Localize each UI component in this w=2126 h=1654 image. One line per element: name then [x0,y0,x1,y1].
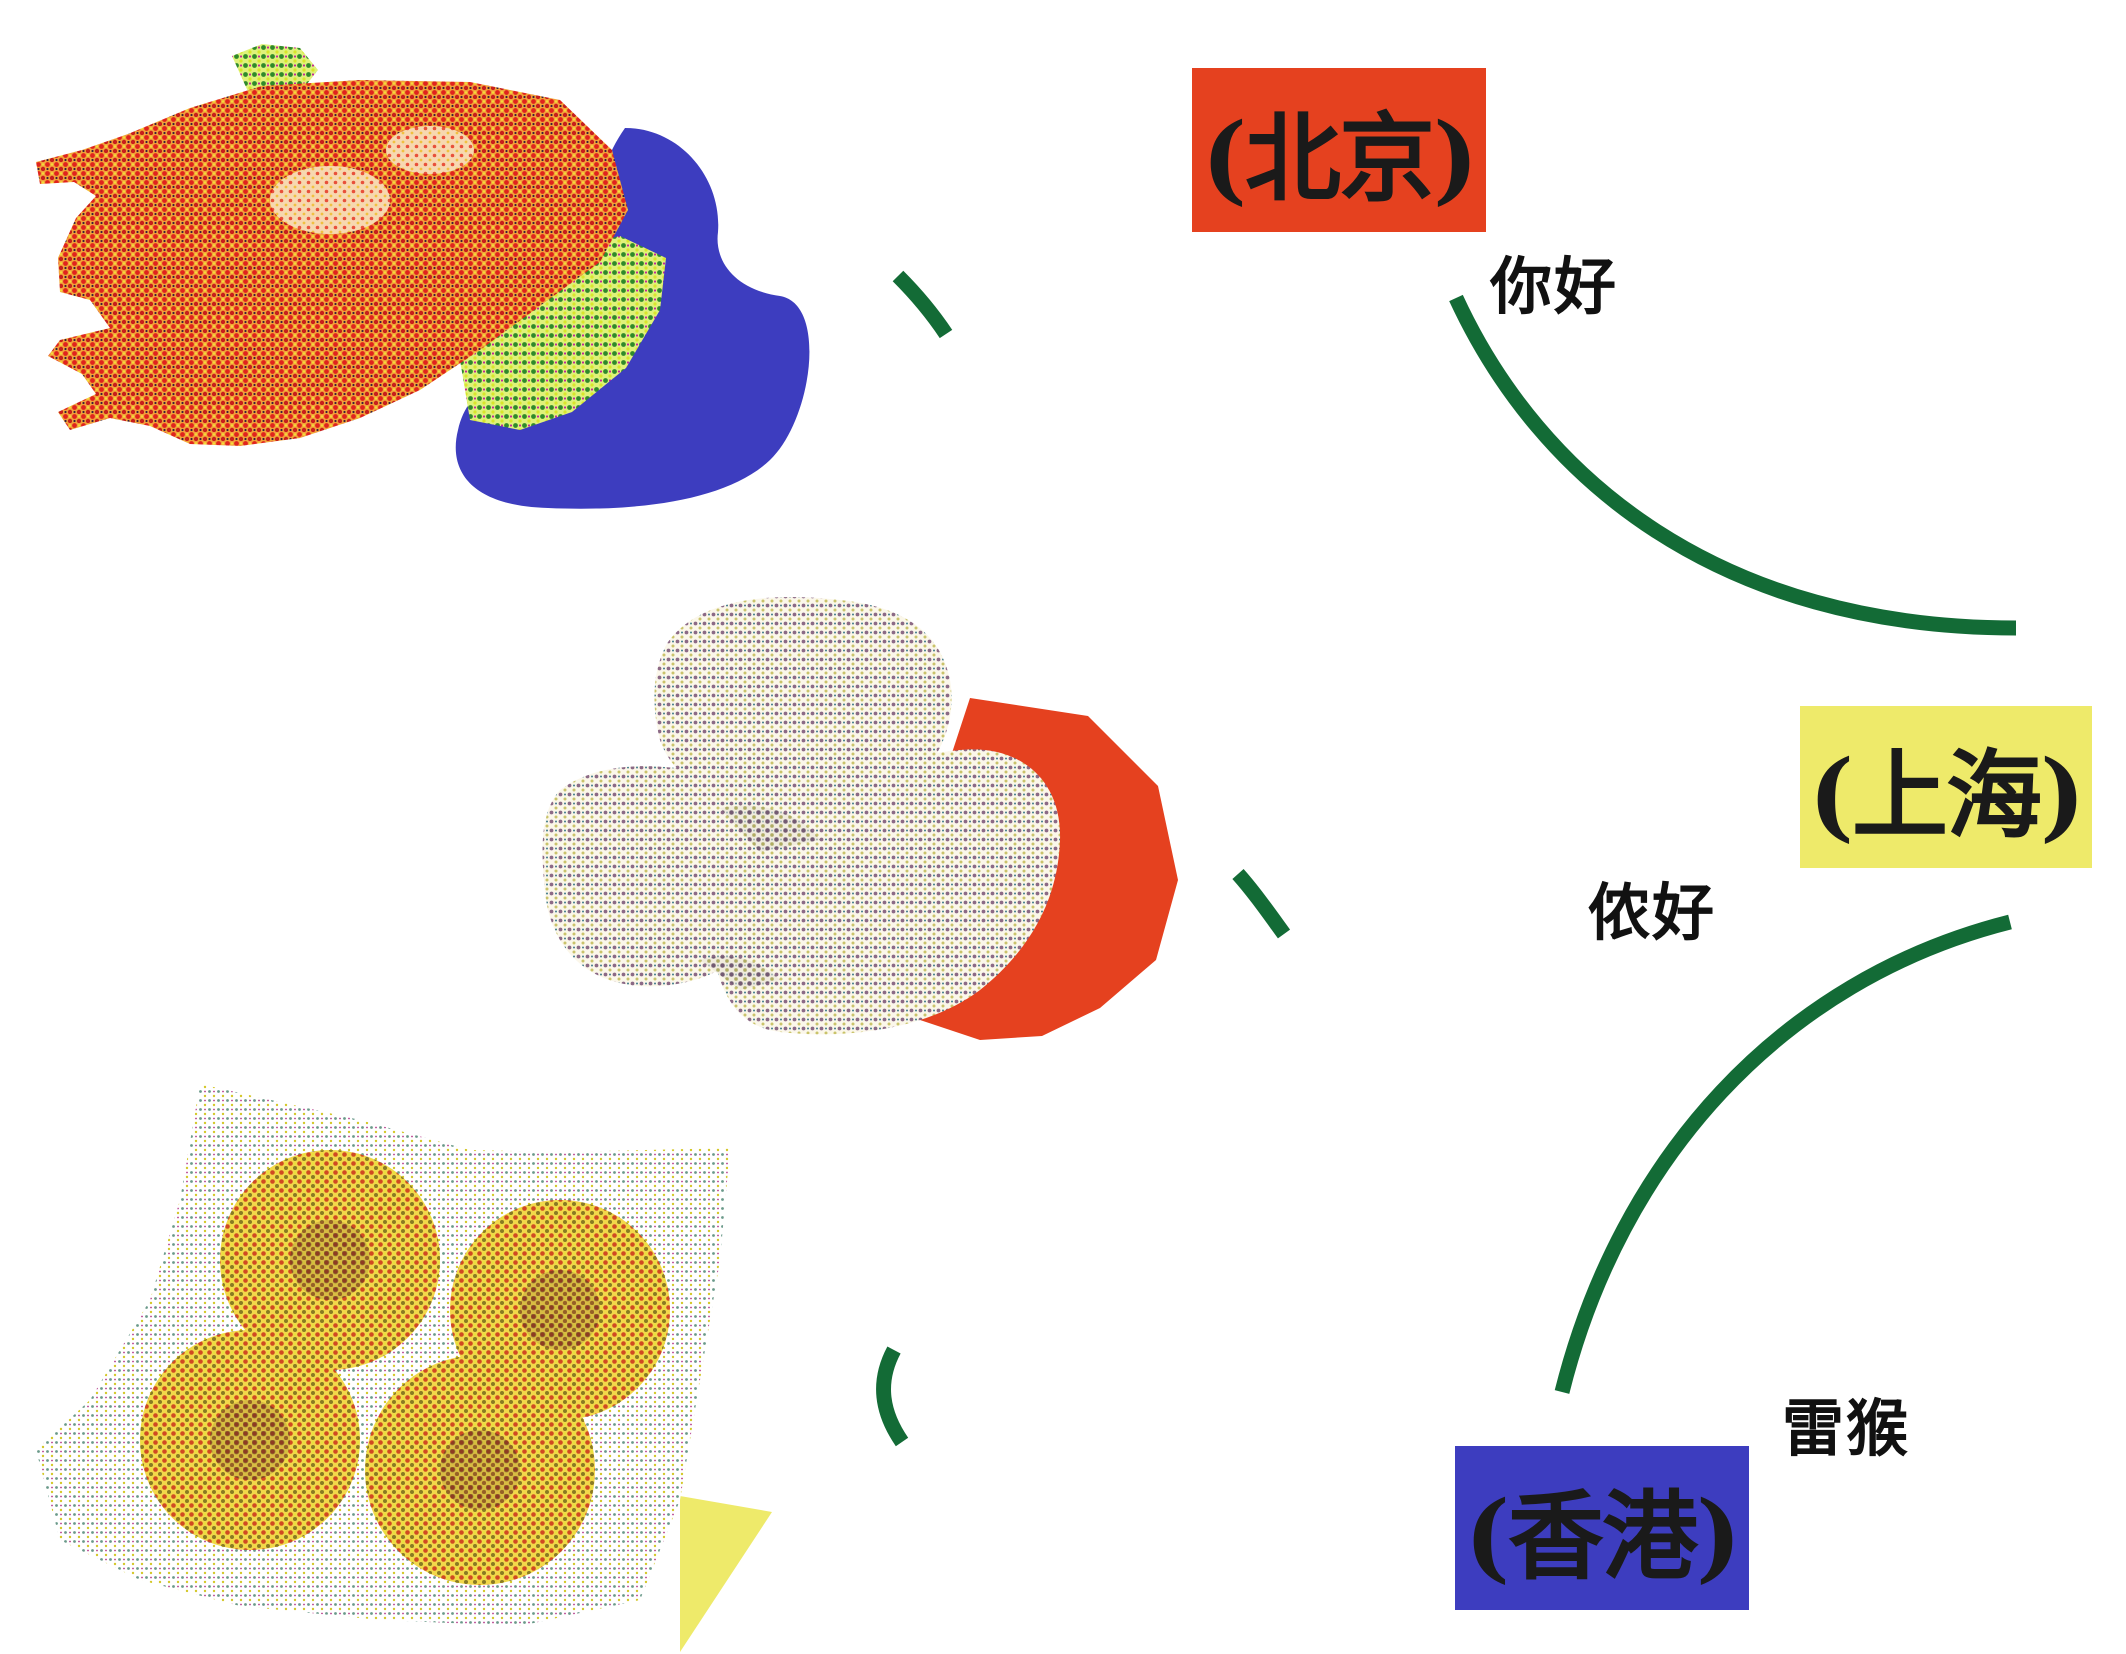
tick-beijing [892,270,953,339]
arc-beijing-shanghai [1449,294,2017,636]
hongkong-food-group [36,1084,772,1652]
shanghai-food-group [542,596,1178,1040]
greeting-shanghai: 侬好 [1588,876,1717,949]
yellow-triangle-shape [680,1496,772,1652]
greeting-hongkong: 雷猴 [1782,1392,1911,1465]
city-label-shanghai: (上海) [1800,706,2092,868]
egg-tarts-image [36,1084,730,1626]
tick-hongkong [876,1346,909,1447]
city-label-beijing: (北京) [1192,68,1486,232]
connector-arcs [876,270,2017,1447]
beijing-food-group [36,44,810,509]
dumplings-image [542,596,1061,1035]
arc-shanghai-hongkong [1554,914,2012,1394]
tick-shanghai [1232,869,1291,939]
greeting-beijing: 你好 [1490,250,1619,323]
roast-duck-image [36,44,666,446]
city-label-hongkong: (香港) [1455,1446,1749,1610]
